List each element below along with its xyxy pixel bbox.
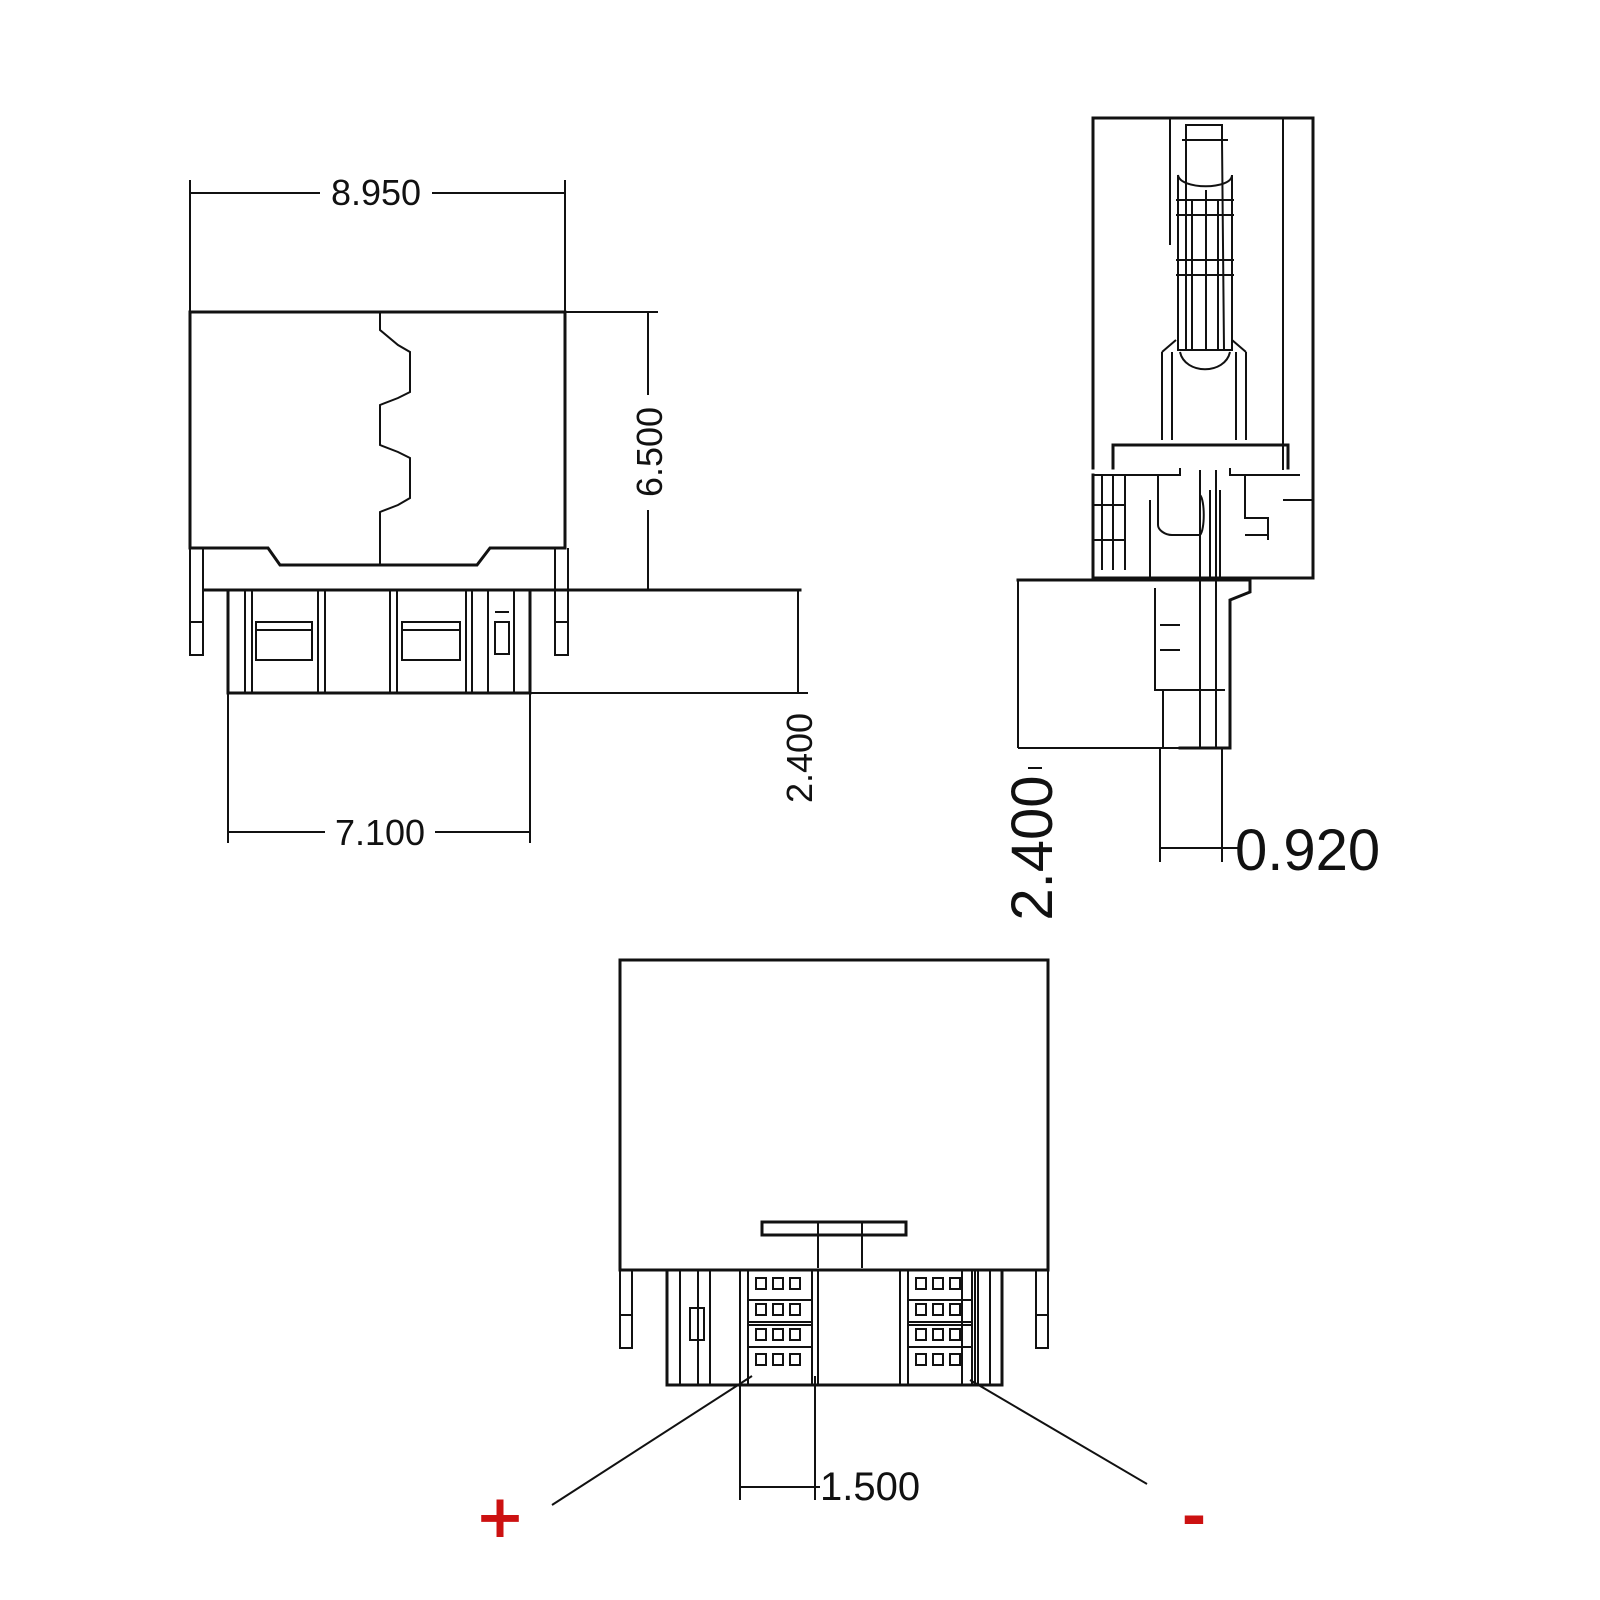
front-pin-window-3 — [494, 621, 510, 655]
pad-positive-r0-c0 — [755, 1277, 767, 1290]
pad-positive-r3-c1 — [772, 1353, 784, 1366]
bottom-terminal-negative — [899, 1269, 979, 1386]
dim-7100-extension-lines — [227, 693, 531, 843]
side-dimensions: 2.400 0.920 — [1000, 580, 1380, 921]
leader-line-negative — [969, 1379, 1148, 1485]
pad-positive-r1-c2 — [789, 1303, 801, 1316]
pad-positive-r1-c0 — [755, 1303, 767, 1316]
side-outline-right — [1091, 116, 1315, 580]
front-pin-block — [226, 588, 532, 695]
pad-negative-r0-c0 — [915, 1277, 927, 1290]
pad-negative-r3-c1 — [932, 1353, 944, 1366]
front-view — [188, 310, 802, 695]
bottom-pads-positive — [755, 1277, 801, 1366]
dim-2400-side-label: 2.400 — [1000, 775, 1065, 920]
dim-6500-label: 6.500 — [629, 407, 670, 497]
pad-negative-r1-c2 — [949, 1303, 961, 1316]
dim-1500-extension-lines — [739, 1376, 816, 1500]
bottom-terminal-positive-band-1 — [747, 1299, 813, 1323]
front-center-seam — [379, 312, 411, 565]
bottom-dimensions: 1.500 — [739, 1376, 920, 1509]
side-inner-verticals — [1169, 118, 1284, 470]
pad-positive-r2-c1 — [772, 1328, 784, 1341]
dim-0920-extension-lines — [1159, 748, 1223, 862]
polarity-markers: + - — [475, 1482, 1207, 1552]
bottom-tab-post — [817, 1222, 863, 1268]
pad-positive-r0-c1 — [772, 1277, 784, 1290]
pad-negative-r0-c2 — [949, 1277, 961, 1290]
side-housing-ribs-left — [1101, 475, 1126, 570]
side-terminal-collar-taper — [1161, 339, 1247, 353]
pad-negative-r2-c0 — [915, 1328, 927, 1341]
pad-negative-r0-c1 — [932, 1277, 944, 1290]
dim-1500-label: 1.500 — [820, 1465, 920, 1509]
pad-positive-r1-c1 — [772, 1303, 784, 1316]
pad-positive-r0-c2 — [789, 1277, 801, 1290]
dim-8950-label: 8.950 — [331, 172, 421, 213]
side-latch-right — [1244, 475, 1269, 540]
bottom-pin-ribs-right — [961, 1270, 991, 1385]
bottom-right-leg — [1035, 1270, 1049, 1349]
pad-negative-r1-c0 — [915, 1303, 927, 1316]
side-terminal-collar-curve — [1179, 351, 1231, 371]
front-pin-rib-3 — [389, 590, 398, 693]
pad-positive-r2-c2 — [789, 1328, 801, 1341]
bottom-terminal-positive — [739, 1269, 819, 1386]
front-pin-rib-1 — [244, 590, 253, 693]
side-lower-housing — [1091, 473, 1315, 580]
pad-negative-r2-c2 — [949, 1328, 961, 1341]
side-standoff — [1154, 588, 1225, 691]
front-pin-window-2 — [401, 621, 461, 661]
front-pin-window-1 — [255, 621, 313, 661]
bottom-pin-block — [665, 1268, 1004, 1387]
side-shoulder — [1111, 443, 1290, 470]
front-pin-rib-2 — [317, 590, 326, 693]
pad-positive-r3-c0 — [755, 1353, 767, 1366]
front-dimensions: 8.950 6.500 2.400 7.100 — [189, 172, 820, 853]
dim-8950-extension-lines — [189, 180, 566, 312]
bottom-terminal-positive-edges — [747, 1270, 813, 1385]
pad-negative-r1-c1 — [932, 1303, 944, 1316]
bottom-terminal-negative-band-1 — [907, 1299, 973, 1323]
pad-negative-r2-c1 — [932, 1328, 944, 1341]
bottom-view — [551, 958, 1148, 1506]
bottom-left-leg — [619, 1270, 633, 1349]
polarity-positive-label: + — [475, 1482, 525, 1552]
side-standoff-ribs — [1160, 624, 1180, 651]
side-housing-ribs-horizontal — [1093, 504, 1125, 541]
bottom-pin-ribs-left — [679, 1270, 711, 1385]
polarity-negative-label: - — [1182, 1482, 1207, 1552]
pad-negative-r3-c2 — [949, 1353, 961, 1366]
bottom-terminal-positive-band-2 — [747, 1324, 813, 1348]
bottom-terminal-negative-band-2 — [907, 1324, 973, 1348]
side-latch-left — [1157, 475, 1205, 536]
front-pin-rib-4 — [465, 590, 473, 693]
side-view — [1016, 116, 1315, 750]
side-pin — [1162, 470, 1217, 748]
bottom-left-slot — [689, 1307, 705, 1341]
pad-negative-r3-c0 — [915, 1353, 927, 1366]
side-inner-posts — [1149, 490, 1221, 578]
dim-2400-front-label: 2.400 — [779, 713, 820, 803]
front-pin-rib-5 — [487, 590, 515, 693]
pad-positive-r3-c2 — [789, 1353, 801, 1366]
dim-7100-label: 7.100 — [335, 812, 425, 853]
front-left-leg — [189, 548, 204, 656]
side-terminal-body — [1177, 174, 1233, 351]
leader-line-positive — [551, 1375, 753, 1506]
front-right-leg — [554, 548, 569, 656]
side-terminal-collar — [1161, 352, 1247, 440]
front-body-outline — [188, 310, 567, 567]
side-terminal-inner-lines — [1191, 190, 1219, 350]
side-shoulder-ledge — [1093, 468, 1300, 476]
pad-positive-r2-c0 — [755, 1328, 767, 1341]
bottom-pads-negative — [915, 1277, 961, 1366]
bottom-tab — [760, 1220, 908, 1237]
dim-0920-label: 0.920 — [1235, 818, 1380, 883]
